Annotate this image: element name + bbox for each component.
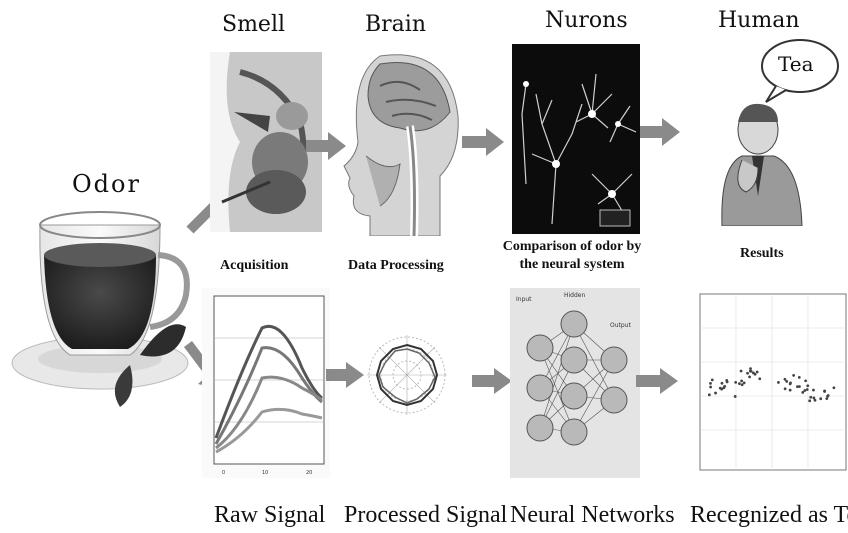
arrow-processed-to-network <box>472 368 512 394</box>
brain-head-image <box>340 46 462 236</box>
arrow-brain-to-neurons <box>462 128 504 156</box>
arrow-raw-to-processed <box>326 362 364 388</box>
scatter-point <box>832 386 835 389</box>
scatter-point <box>812 389 815 392</box>
odor-title: Odor <box>72 170 141 198</box>
processed-signal-radar <box>362 320 452 430</box>
scatter-point <box>801 391 804 394</box>
scatter-point <box>803 389 806 392</box>
scatter-point <box>784 387 787 390</box>
scatter-point <box>714 392 717 395</box>
scatter-point <box>721 382 724 385</box>
scatter-point <box>785 380 788 383</box>
scatter-point <box>750 370 753 373</box>
nn-node <box>527 415 553 441</box>
scatter-point <box>708 393 711 396</box>
human-thinking-image <box>712 96 812 226</box>
raw-signal-plot: 0 10 20 <box>202 288 330 478</box>
results-caption: Results <box>740 246 784 262</box>
scatter-point <box>812 397 815 400</box>
nn-node <box>561 419 587 445</box>
smell-title: Smell <box>222 12 285 37</box>
scatter-point <box>758 377 761 380</box>
scatter-point <box>748 376 751 379</box>
scatter-point <box>798 376 801 379</box>
scatter-point <box>825 397 828 400</box>
nn-node <box>561 383 587 409</box>
scatter-point <box>740 380 743 383</box>
scatter-point <box>808 399 811 402</box>
comparison-caption: Comparison of odor by the neural system <box>492 238 652 274</box>
nn-node <box>561 347 587 373</box>
nn-node <box>601 347 627 373</box>
scatter-point <box>756 371 759 374</box>
scatter-point <box>784 378 787 381</box>
scatter-point <box>709 382 712 385</box>
scatter-point <box>738 382 741 385</box>
scatter-point <box>806 388 809 391</box>
scatter-point <box>719 387 722 390</box>
brain-title: Brain <box>365 12 426 37</box>
scatter-point <box>754 373 757 376</box>
scatter-point <box>740 370 743 373</box>
raw-signal-label: Raw Signal <box>214 502 325 529</box>
nn-node <box>527 335 553 361</box>
nn-node <box>601 387 627 413</box>
svg-text:20: 20 <box>306 470 312 476</box>
svg-text:10: 10 <box>262 470 268 476</box>
scatter-point <box>823 390 826 393</box>
neurons-image <box>512 44 640 234</box>
scatter-point <box>746 372 749 375</box>
scatter-point <box>798 385 801 388</box>
scatter-point <box>743 382 746 385</box>
scatter-point <box>804 379 807 382</box>
scatter-point <box>722 386 725 389</box>
scatter-point <box>789 389 792 392</box>
nn-node <box>527 375 553 401</box>
human-title: Human <box>718 8 800 33</box>
neural-network-diagram: Input Hidden Output <box>510 288 640 478</box>
scatter-point <box>819 397 822 400</box>
scatter-point <box>734 381 737 384</box>
nurons-title: Nurons <box>545 8 628 33</box>
scatter-point <box>711 379 714 382</box>
scatter-point <box>827 394 830 397</box>
nn-hidden-label: Hidden <box>564 292 585 299</box>
recognized-as-tea-label: Recegnized as Tea <box>690 502 848 529</box>
nn-node <box>561 311 587 337</box>
processed-signal-label: Processed Signal <box>344 502 507 529</box>
scatter-point <box>734 395 737 398</box>
scatter-point <box>792 374 795 377</box>
scatter-point <box>709 386 712 389</box>
nn-output-label: Output <box>610 322 631 329</box>
results-scatter-plot <box>682 288 848 484</box>
scatter-point <box>789 382 792 385</box>
acquisition-caption: Acquisition <box>220 258 288 274</box>
scatter-point <box>749 367 752 370</box>
arrow-neurons-to-human <box>640 118 680 146</box>
neural-networks-label: Neural Networks <box>510 502 675 529</box>
svg-text:0: 0 <box>222 470 225 476</box>
arrow-network-to-results <box>636 368 678 394</box>
scatter-point <box>726 380 729 383</box>
speech-bubble-text: Tea <box>778 52 814 76</box>
scatter-point <box>806 384 809 387</box>
nn-input-label: Input <box>516 296 532 303</box>
tea-cup-image <box>10 195 195 410</box>
scatter-point <box>777 381 780 384</box>
scatter-point <box>809 396 812 399</box>
data-processing-caption: Data Processing <box>348 258 444 274</box>
